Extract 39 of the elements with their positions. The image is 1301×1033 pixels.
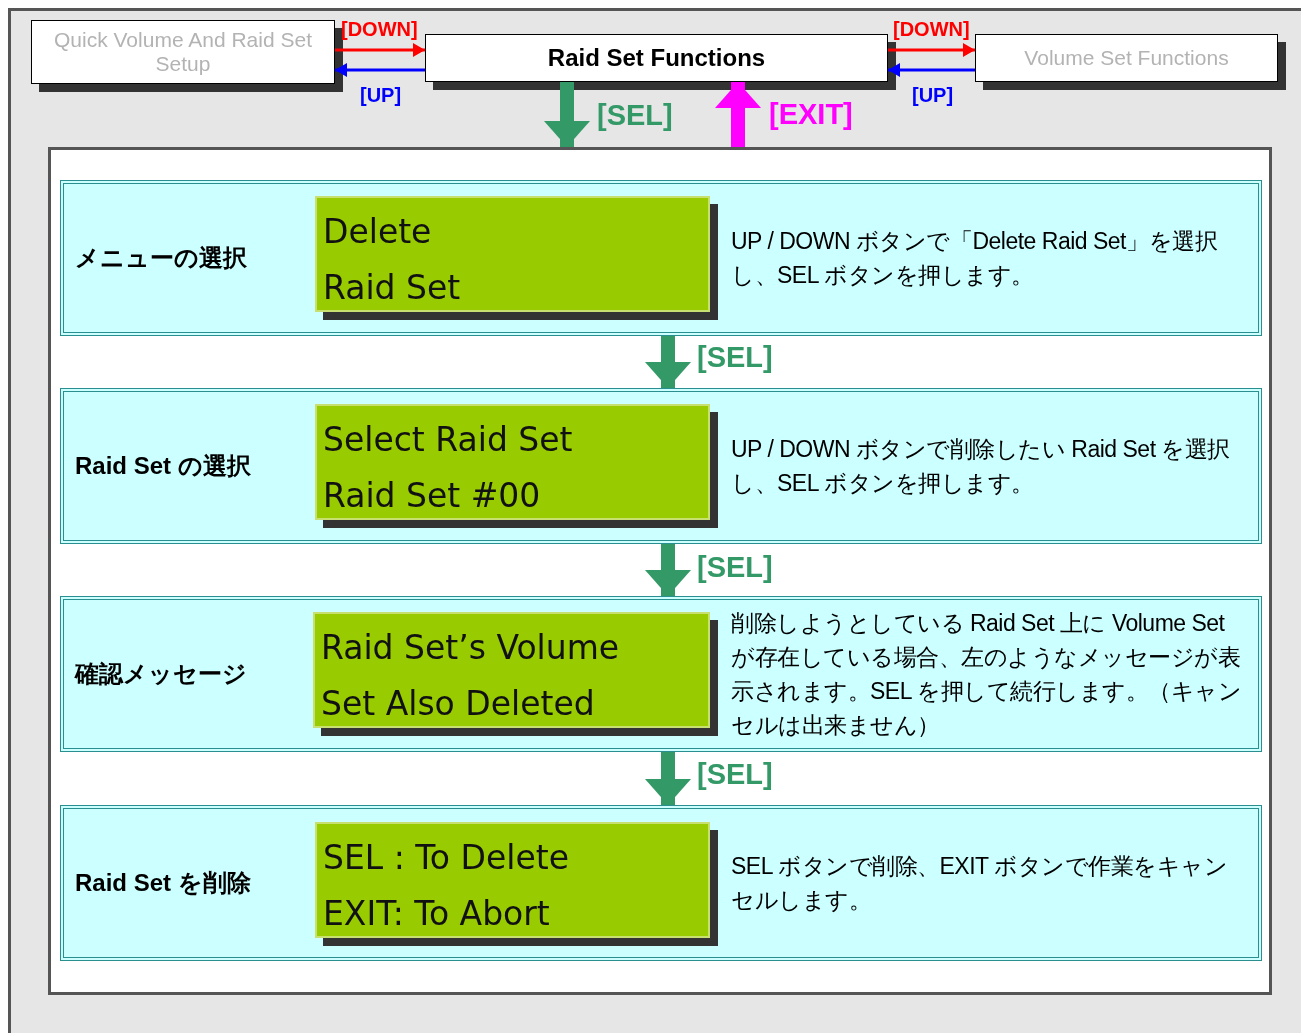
edge-label: [UP] xyxy=(360,84,402,107)
lcd-text: Delete xyxy=(323,211,433,253)
step-description: SEL ボタンで削除、EXIT ボタンで作業をキャンセルします。 xyxy=(731,852,1229,915)
edge-label: [SEL] xyxy=(697,758,773,791)
lcd-text: EXIT: To Abort xyxy=(323,893,551,935)
step-title: Raid Set の選択 xyxy=(75,451,251,481)
arrow xyxy=(715,82,761,147)
arrow xyxy=(645,544,691,596)
step-title: 確認メッセージ xyxy=(75,659,247,689)
panel-frame xyxy=(48,147,1272,995)
arrow xyxy=(335,63,425,77)
step-description: UP / DOWN ボタンで「Delete Raid Set」を選択し、SEL ボタンを押します。 xyxy=(731,227,1218,290)
arrow xyxy=(888,43,975,57)
step-panel xyxy=(60,596,1262,752)
edge-label: [SEL] xyxy=(597,99,673,132)
edge-label: [EXIT] xyxy=(769,98,853,131)
arrow xyxy=(544,82,590,147)
edge-label: [UP] xyxy=(912,84,954,107)
step-panel xyxy=(60,805,1262,961)
edge-label: [DOWN] xyxy=(893,18,970,41)
lcd-text: Set Also Deleted xyxy=(321,683,596,725)
arrow xyxy=(645,752,691,805)
step-title: Raid Set を削除 xyxy=(75,868,251,898)
step-description: 削除しようとしている Raid Set 上に Volume Set が存在している場合、左のようなメッセージが表示されます。SEL を押して続行します。（キャンセルは出来ません） xyxy=(731,609,1242,740)
edge-label: [SEL] xyxy=(697,551,773,584)
arrow xyxy=(335,43,425,57)
step-description: UP / DOWN ボタンで削除したい Raid Set を選択し、SEL ボタンを押します。 xyxy=(731,435,1231,498)
step-title: メニューの選択 xyxy=(75,243,247,273)
step-panel xyxy=(60,388,1262,544)
step-panel xyxy=(60,180,1262,336)
edge-label: [DOWN] xyxy=(341,18,418,41)
arrow xyxy=(888,63,975,77)
lcd-text: Raid Set’s Volume xyxy=(321,627,621,669)
edge-label: [SEL] xyxy=(697,341,773,374)
lcd-text: SEL : To Delete xyxy=(323,837,570,879)
lcd-text: Raid Set xyxy=(323,267,462,309)
lcd-text: Select Raid Set xyxy=(323,419,574,461)
lcd-text: Raid Set #00 xyxy=(323,475,542,517)
arrow xyxy=(645,336,691,388)
